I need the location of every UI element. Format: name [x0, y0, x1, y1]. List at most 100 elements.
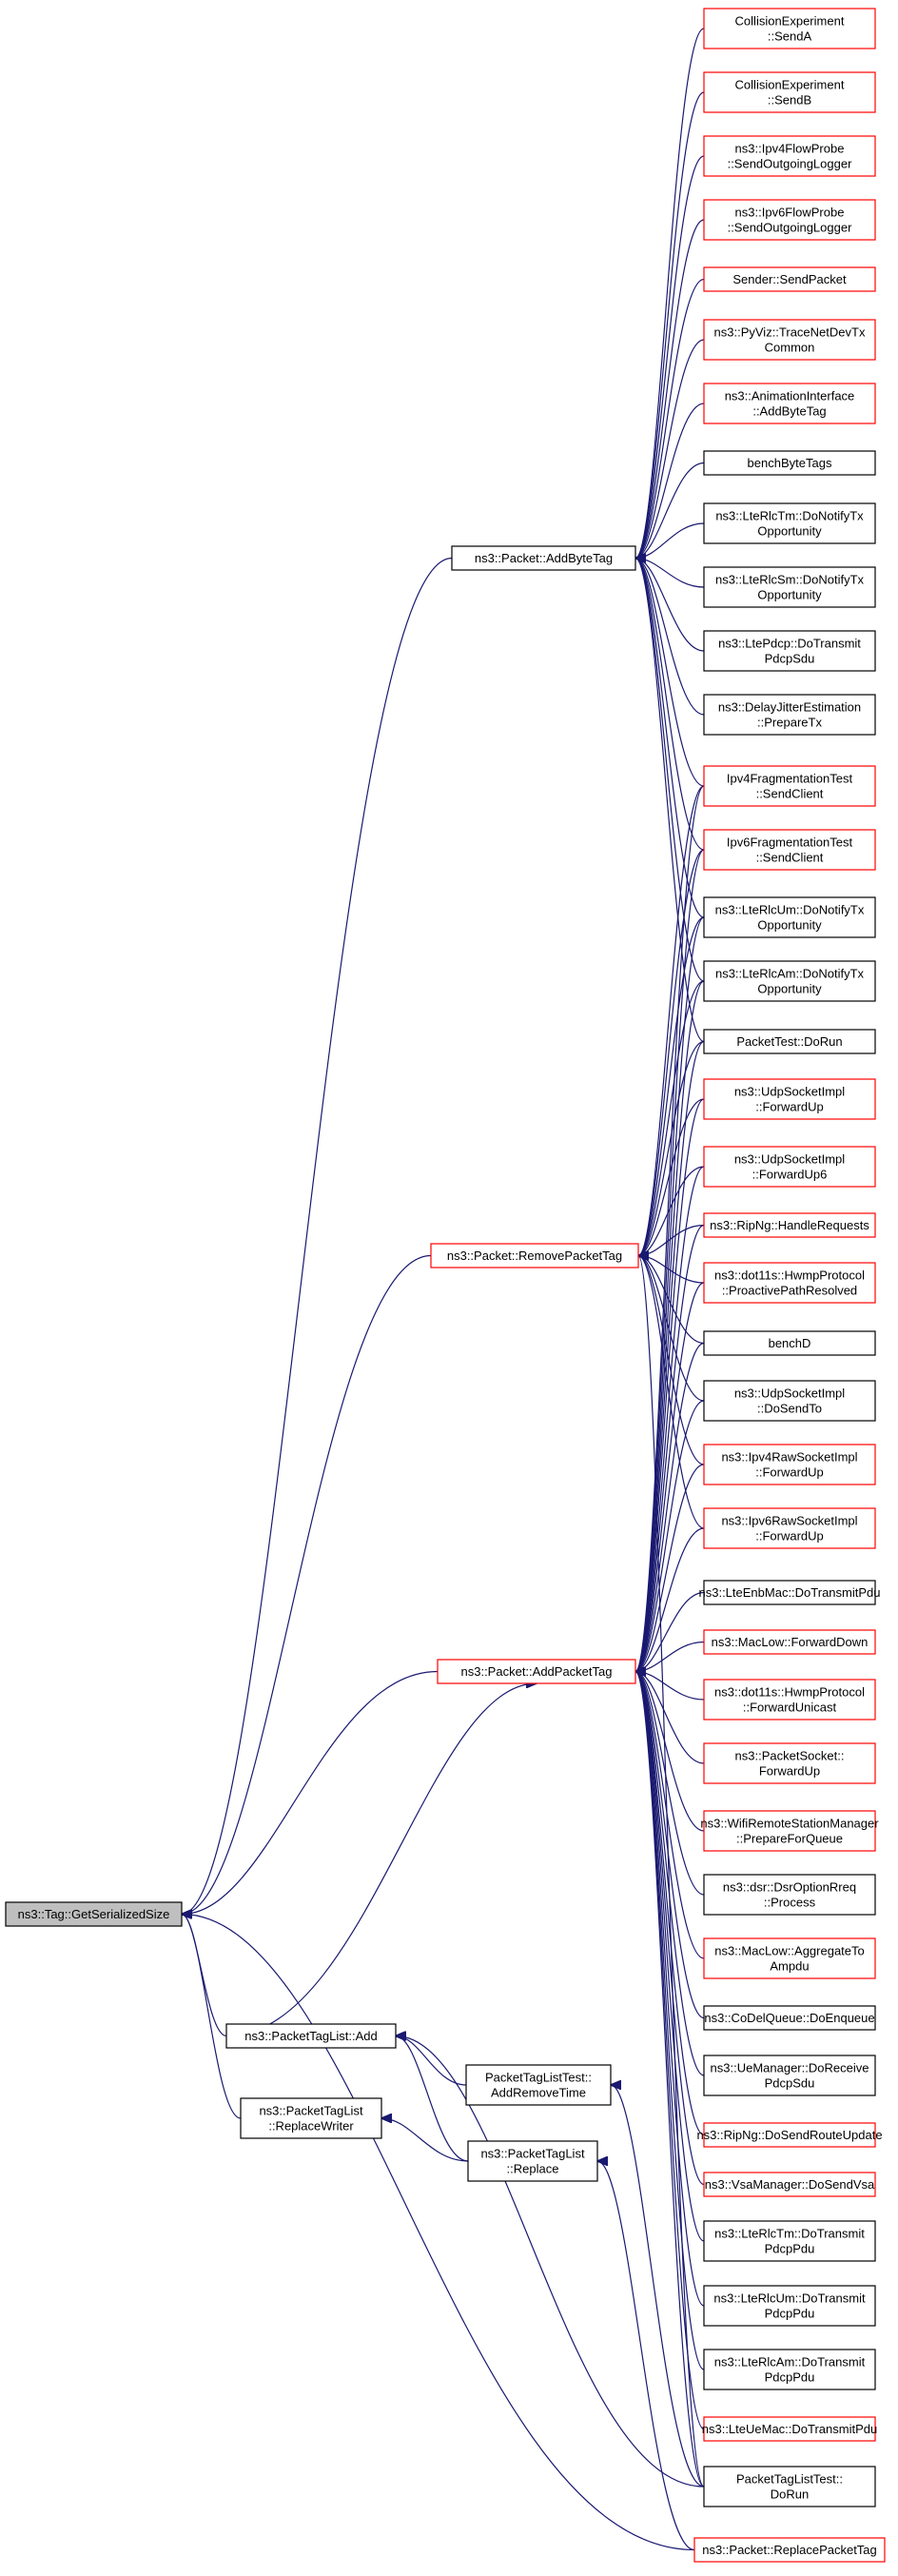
edge-replacepackettag-to-root: [182, 1915, 695, 2551]
node-box: [703, 2349, 876, 2390]
node-ns3-packet-addbytetag[interactable]: ns3::Packet::AddByteTag: [451, 545, 636, 571]
edge-layer: [182, 28, 705, 2551]
node-label: Opportunity: [757, 524, 822, 539]
node-ns3-lteenbmac-dotransmitpdu[interactable]: ns3::LteEnbMac::DoTransmitPdu: [699, 1580, 881, 1605]
edge-ipv6flow-to-addbytetag: [635, 219, 705, 559]
node-ns3-ipv4rawsocketimpl-forwardup[interactable]: ns3::Ipv4RawSocketImpl::ForwardUp: [703, 1444, 876, 1485]
edge-wifiremote-to-addpackettag: [635, 1672, 705, 1832]
node-ns3-maclow-forwarddown[interactable]: ns3::MacLow::ForwardDown: [703, 1629, 876, 1655]
node-ns3-lteuemac-dotransmitpdu[interactable]: ns3::LteUeMac::DoTransmitPdu: [702, 2416, 877, 2442]
node-box: [703, 2285, 876, 2327]
edge-ipv4frag-to-removepackettag: [638, 785, 705, 1256]
node-label: ns3::RipNg::HandleRequests: [710, 1218, 869, 1232]
node-ns3-udpsocketimpl-forwardup6[interactable]: ns3::UdpSocketImpl::ForwardUp6: [703, 1146, 876, 1188]
node-label: PacketTest::DoRun: [736, 1034, 842, 1049]
node-ns3-ripng-handlerequests[interactable]: ns3::RipNg::HandleRequests: [703, 1212, 876, 1238]
node-box: [703, 383, 876, 424]
node-label: ns3::Ipv6RawSocketImpl: [721, 1514, 857, 1528]
node-ns3-udpsocketimpl-dosendto[interactable]: ns3::UdpSocketImpl::DoSendTo: [703, 1380, 876, 1422]
node-collisionexperiment-senda[interactable]: CollisionExperiment::SendA: [703, 8, 876, 49]
node-label: ::Process: [764, 1896, 816, 1910]
edge-lterlcum_tx-to-removepackettag: [638, 916, 705, 1256]
edge-lterlcum_tx-to-addpackettag: [635, 916, 705, 1672]
node-label: ns3::LteRlcAm::DoTransmit: [714, 2355, 866, 2370]
node-label: ::SendB: [768, 93, 811, 108]
node-label: ::ForwardUp: [755, 1100, 824, 1114]
node-label: ns3::Ipv6FlowProbe: [735, 206, 845, 220]
edge-ptlt_dorun-to-ptlt_addremovetime: [611, 2085, 705, 2488]
edge-collA-to-addbytetag: [635, 28, 705, 559]
node-ns3-dsr-dsroptionrreq-process[interactable]: ns3::dsr::DsrOptionRreq::Process: [703, 1874, 876, 1916]
node-ns3-delayjitterestimation-preparetx[interactable]: ns3::DelayJitterEstimation::PrepareTx: [703, 694, 876, 736]
node-ns3-dot11s-hwmpprotocol-proactivepathresolved[interactable]: ns3::dot11s::HwmpProtocol::ProactivePath…: [703, 1262, 876, 1304]
node-label: ::SendOutgoingLogger: [728, 157, 852, 171]
node-label: ::ReplaceWriter: [268, 2119, 354, 2134]
edge-ipv6raw-to-removepackettag: [638, 1256, 705, 1529]
node-label: PdcpPdu: [765, 2242, 815, 2256]
node-ns3-wifiremotestationmanager-prepareforqueue[interactable]: ns3::WifiRemoteStationManager::PrepareFo…: [700, 1810, 879, 1852]
node-label: ::SendA: [768, 29, 812, 44]
node-label: ::ProactivePathResolved: [722, 1284, 857, 1298]
node-ns3-tag-getserializedsize[interactable]: ns3::Tag::GetSerializedSize: [5, 1901, 183, 1927]
edge-udpsendto-to-addpackettag: [635, 1400, 705, 1672]
node-label: ns3::UdpSocketImpl: [734, 1152, 845, 1167]
edge-ipv6frag-to-removepackettag: [638, 849, 705, 1256]
node-packettaglisttest-addremovetime[interactable]: PacketTagListTest::AddRemoveTime: [465, 2064, 612, 2106]
node-box: [703, 71, 876, 113]
node-ns3-codelqueue-doenqueue[interactable]: ns3::CoDelQueue::DoEnqueue: [703, 2005, 876, 2031]
node-ns3-packet-replacepackettag[interactable]: ns3::Packet::ReplacePacketTag: [693, 2537, 886, 2563]
node-ns3-ipv6rawsocketimpl-forwardup[interactable]: ns3::Ipv6RawSocketImpl::ForwardUp: [703, 1507, 876, 1549]
node-benchd[interactable]: benchD: [703, 1330, 876, 1356]
node-label: PacketTagListTest::: [736, 2472, 843, 2487]
node-ns3-dot11s-hwmpprotocol-forwardunicast[interactable]: ns3::dot11s::HwmpProtocol::ForwardUnicas…: [703, 1679, 876, 1721]
node-box: [430, 1243, 639, 1268]
node-ns3-ipv4flowprobe-sendoutgoinglogger[interactable]: ns3::Ipv4FlowProbe::SendOutgoingLogger: [703, 135, 876, 177]
node-box: [451, 545, 636, 571]
node-box: [703, 1742, 876, 1784]
node-label: ns3::Ipv4FlowProbe: [735, 142, 845, 156]
node-ns3-vsamanager-dosendvsa[interactable]: ns3::VsaManager::DoSendVsa: [703, 2172, 876, 2197]
node-ns3-packettaglist-add[interactable]: ns3::PacketTagList::Add: [225, 2023, 397, 2049]
node-ns3-packetsocket-forwardup[interactable]: ns3::PacketSocket::ForwardUp: [703, 1742, 876, 1784]
node-label: ns3::Packet::AddPacketTag: [461, 1664, 613, 1679]
node-packettest-dorun[interactable]: PacketTest::DoRun: [703, 1029, 876, 1054]
node-ns3-packettaglist-replacewriter[interactable]: ns3::PacketTagList::ReplaceWriter: [240, 2097, 382, 2139]
edge-hwmp_proactive-to-addpackettag: [635, 1282, 705, 1672]
node-ns3-ripng-dosendrouteupdate[interactable]: ns3::RipNg::DoSendRouteUpdate: [696, 2122, 883, 2148]
node-box: [703, 1212, 876, 1238]
node-label: ::SendClient: [756, 851, 824, 865]
node-ipv6fragmentationtest-sendclient[interactable]: Ipv6FragmentationTest::SendClient: [703, 829, 876, 871]
node-label: ns3::Packet::AddByteTag: [475, 551, 613, 565]
node-ns3-udpsocketimpl-forwardup[interactable]: ns3::UdpSocketImpl::ForwardUp: [703, 1078, 876, 1120]
node-box: [703, 1330, 876, 1356]
node-ns3-packet-addpackettag[interactable]: ns3::Packet::AddPacketTag: [437, 1659, 636, 1684]
node-ns3-animationinterface-addbytetag[interactable]: ns3::AnimationInterface::AddByteTag: [703, 383, 876, 424]
edge-removepackettag-to-root: [182, 1254, 432, 1915]
node-label: PdcpSdu: [765, 652, 815, 666]
node-label: benchD: [769, 1336, 811, 1350]
node-label: ::SendClient: [756, 787, 824, 801]
node-packettaglisttest-dorun[interactable]: PacketTagListTest::DoRun: [703, 2466, 876, 2507]
node-label: ns3::PyViz::TraceNetDevTx: [714, 325, 866, 340]
node-ipv4fragmentationtest-sendclient[interactable]: Ipv4FragmentationTest::SendClient: [703, 765, 876, 807]
node-benchbytetags[interactable]: benchByteTags: [703, 450, 876, 476]
node-collisionexperiment-sendb[interactable]: CollisionExperiment::SendB: [703, 71, 876, 113]
node-box: [703, 1262, 876, 1304]
node-label: PdcpPdu: [765, 2307, 815, 2321]
node-ns3-packettaglist-replace[interactable]: ns3::PacketTagList::Replace: [467, 2140, 598, 2182]
node-label: ns3::AnimationInterface: [725, 389, 855, 403]
node-ns3-packet-removepackettag[interactable]: ns3::Packet::RemovePacketTag: [430, 1243, 639, 1268]
node-sender-sendpacket[interactable]: Sender::SendPacket: [703, 266, 876, 292]
node-ns3-ipv6flowprobe-sendoutgoinglogger[interactable]: ns3::Ipv6FlowProbe::SendOutgoingLogger: [703, 199, 876, 241]
